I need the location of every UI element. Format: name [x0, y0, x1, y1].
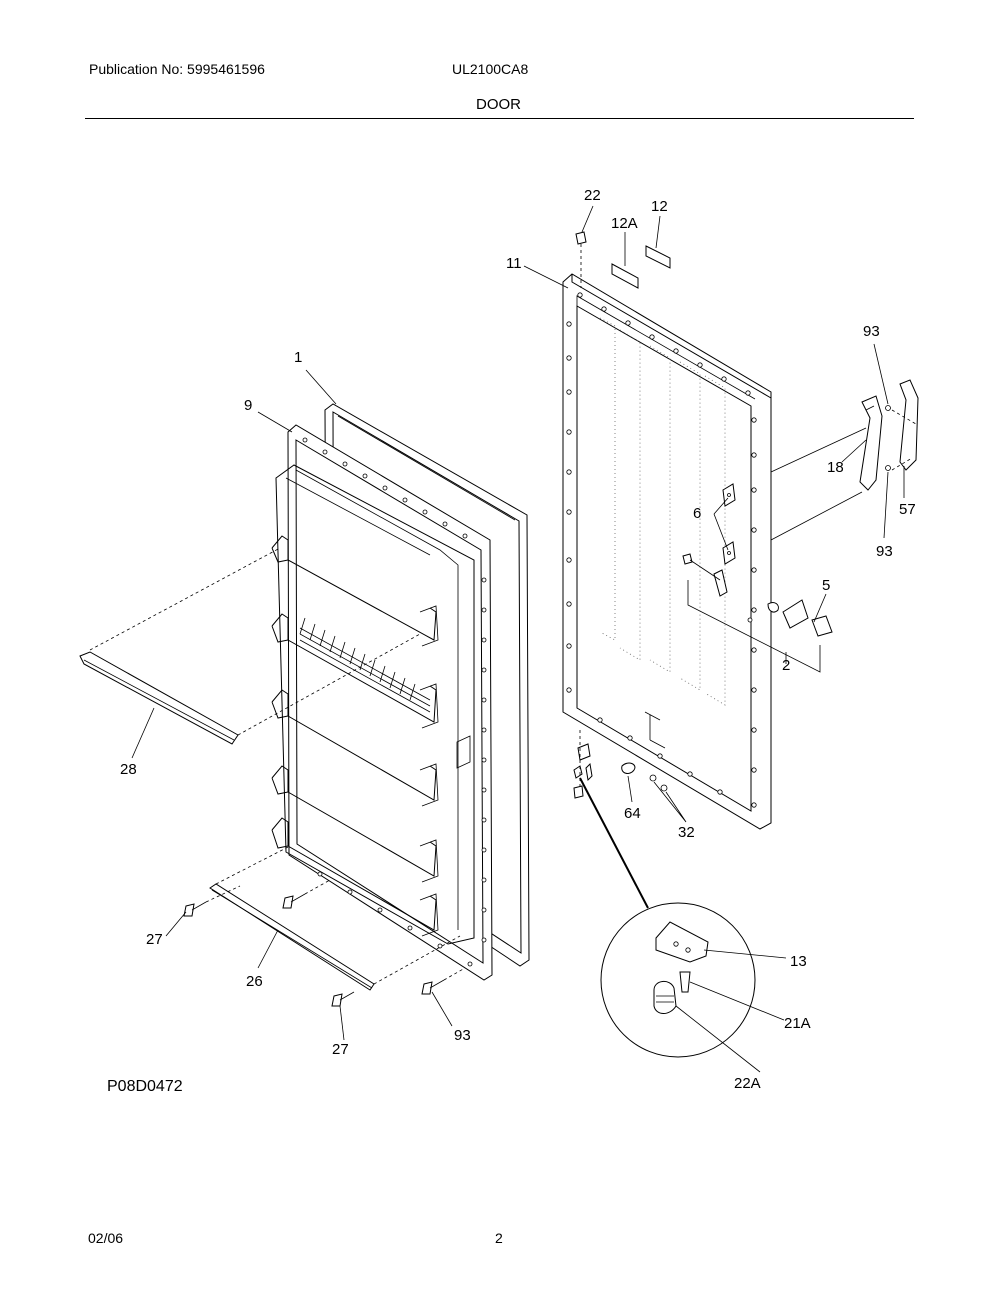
screw-27-upper: [183, 885, 241, 917]
shelf-rail-28: [79, 547, 421, 745]
hinge-parts: [573, 730, 668, 799]
callout-11: 11: [506, 255, 522, 272]
callout-2: 2: [782, 657, 790, 674]
callout-12A: 12A: [611, 215, 638, 232]
label-12: [645, 245, 671, 269]
callout-32: 32: [678, 824, 695, 841]
handle-18: [859, 395, 883, 491]
callout-22: 22: [584, 187, 601, 204]
model-number: UL2100CA8: [452, 61, 529, 77]
header-divider: [85, 118, 914, 119]
callout-27-lower: 27: [332, 1041, 349, 1058]
lock-assembly: [682, 553, 833, 673]
hinge-detail-zoom: [579, 777, 756, 1058]
callout-5: 5: [822, 577, 830, 594]
publication-number: Publication No: 5995461596: [89, 61, 265, 77]
page-title: DOOR: [476, 96, 521, 113]
callout-labels: 1 9 28 27 26 27 93 22 12A 12 11 93 18 57…: [120, 187, 916, 1092]
callout-64: 64: [624, 805, 641, 822]
page-number: 2: [495, 1230, 503, 1246]
diagram-code: P08D0472: [107, 1078, 183, 1095]
plug-22: [575, 231, 587, 288]
door-shelves: [271, 535, 439, 937]
label-12A: [611, 263, 639, 289]
callout-26: 26: [246, 973, 263, 990]
callout-12: 12: [651, 198, 668, 215]
callout-21A: 21A: [784, 1015, 811, 1032]
outer-door-panel: [562, 273, 772, 830]
outer-panel-screw-holes: [566, 292, 757, 808]
callout-13: 13: [790, 953, 807, 970]
callout-57: 57: [899, 501, 916, 518]
callout-6: 6: [693, 505, 701, 522]
footer-date: 02/06: [88, 1230, 124, 1246]
screw-27-upper-b: [282, 879, 331, 909]
callout-9: 9: [244, 397, 252, 414]
bottom-rail-26: [209, 845, 461, 991]
callout-18: 18: [827, 459, 844, 476]
callout-93-bottom: 93: [876, 543, 893, 560]
screw-27-lower: [331, 991, 355, 1007]
callout-28: 28: [120, 761, 137, 778]
callout-22A: 22A: [734, 1075, 761, 1092]
callout-1: 1: [294, 349, 302, 366]
trim-57: [899, 379, 919, 471]
leader-lines: [131, 205, 905, 1073]
handle-mount-lines: [770, 409, 917, 541]
screws-93-handle: [885, 405, 891, 471]
screw-93-lower: [421, 967, 466, 995]
callout-93-top: 93: [863, 323, 880, 340]
door-liner: [271, 424, 493, 981]
callout-93-lower: 93: [454, 1027, 471, 1044]
liner-screw-holes: [302, 437, 487, 967]
callout-27-upper: 27: [146, 931, 163, 948]
